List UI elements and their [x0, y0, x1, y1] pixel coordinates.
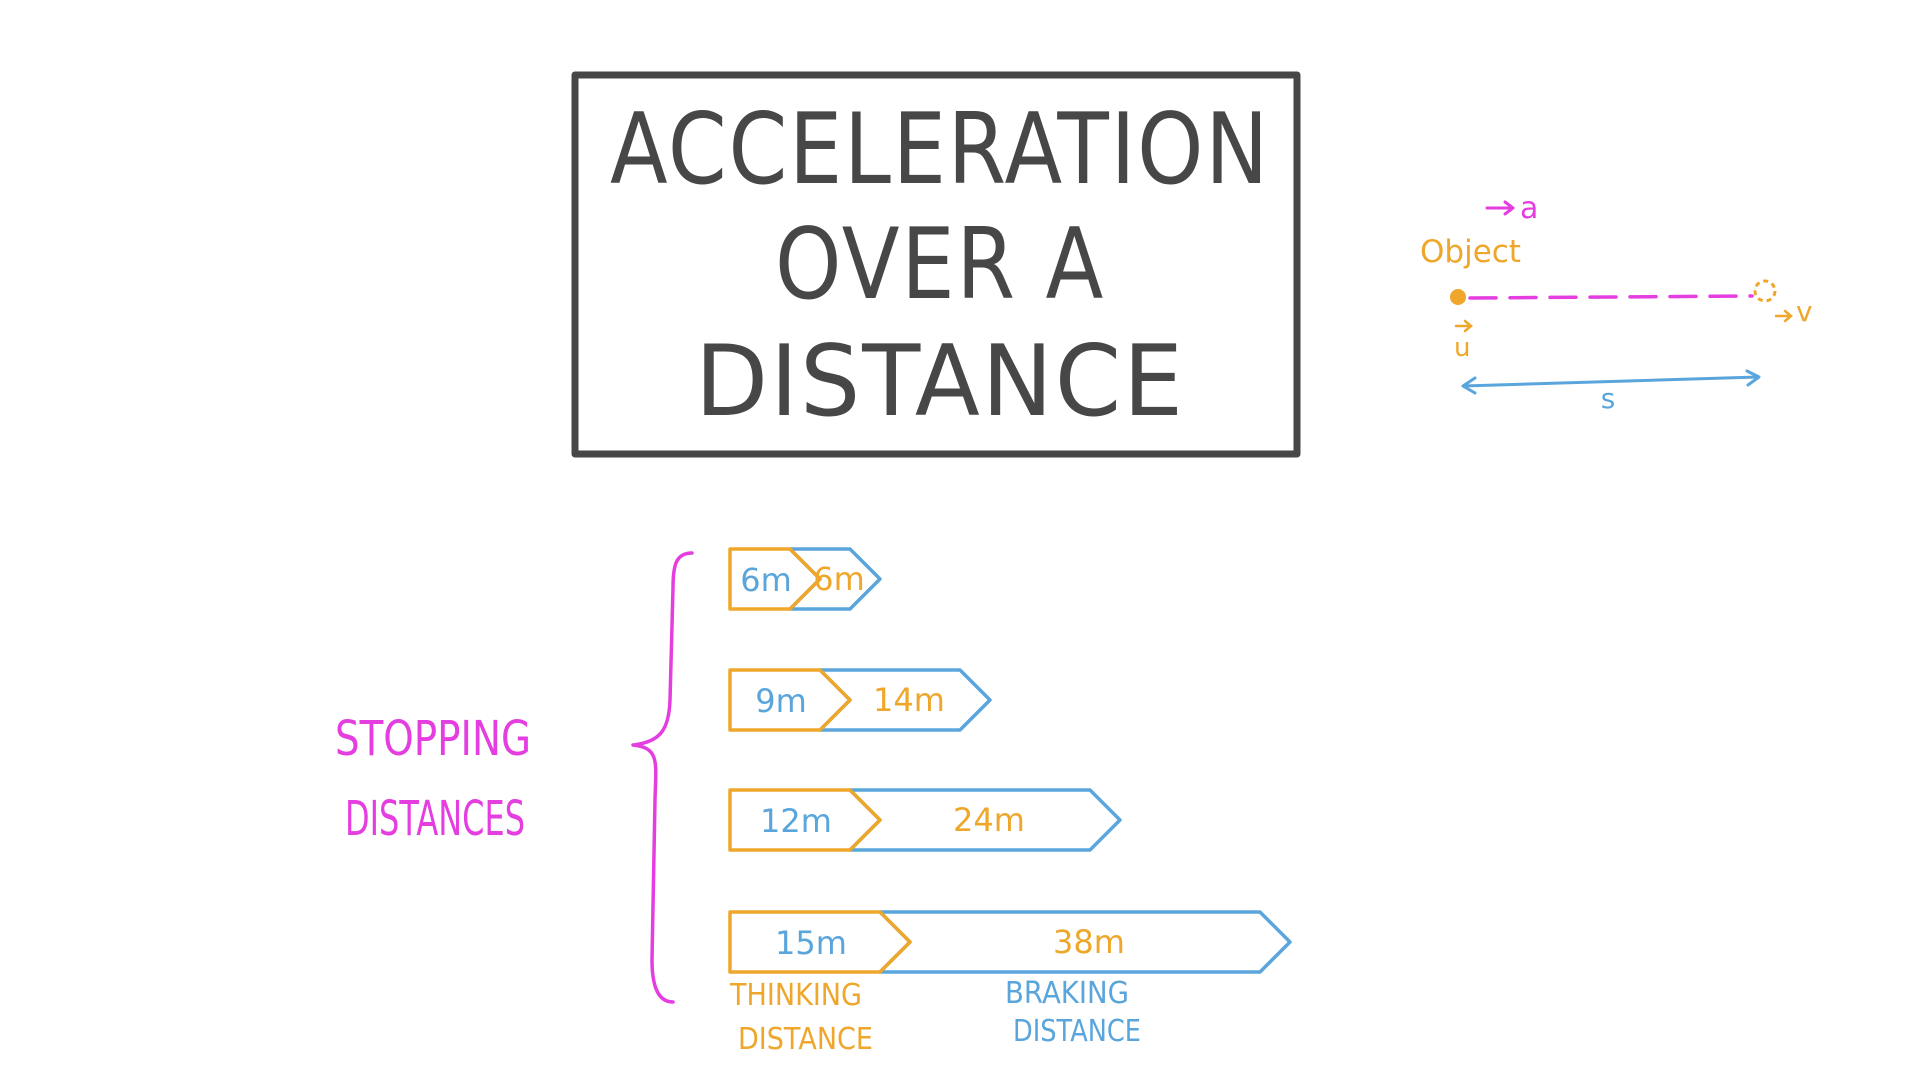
thinking-segment: [728, 910, 912, 974]
title-line-1: ACCELERATION: [610, 93, 1270, 207]
motion-diagram: a Object u v s: [1420, 191, 1813, 415]
braking-value-label: 6m: [813, 560, 865, 598]
initial-velocity-arrow: [1454, 319, 1473, 333]
stopping-row: 9m 14m: [728, 668, 992, 732]
stopping-row: 15m 38m: [728, 910, 1292, 974]
displacement-label: s: [1601, 382, 1616, 415]
braking-caption-line-1: BRAKING: [1005, 976, 1129, 1011]
braking-caption-line-2: DISTANCE: [1013, 1014, 1141, 1049]
final-position-ghost: [1753, 279, 1777, 303]
braking-value-label: 38m: [1053, 923, 1125, 961]
braking-value-label: 14m: [873, 681, 945, 719]
stopping-row: 6m 6m: [728, 547, 882, 611]
initial-velocity-label: u: [1454, 333, 1470, 363]
thinking-segment: [728, 547, 822, 611]
braking-value-label: 24m: [953, 801, 1025, 839]
thinking-value-label: 12m: [760, 802, 832, 840]
title-line-3: DISTANCE: [695, 325, 1185, 439]
stopping-distances: STOPPING DISTANCES 6m 6m 9m 14m 12m 24m 15m 38m…: [335, 547, 1292, 1057]
final-velocity-label: v: [1796, 295, 1813, 328]
motion-path: [1468, 294, 1754, 300]
object-label: Object: [1420, 234, 1521, 270]
displacement-arrow: [1461, 369, 1761, 395]
thinking-segment: [728, 668, 852, 732]
curly-brace: [631, 551, 694, 1004]
final-velocity-arrow: [1774, 309, 1793, 323]
stopping-label-line-2: DISTANCES: [345, 791, 525, 847]
title-frame: [571, 71, 1301, 458]
thinking-caption-line-2: DISTANCE: [738, 1022, 873, 1057]
thinking-value-label: 9m: [755, 682, 807, 720]
acceleration-arrow: [1485, 200, 1515, 216]
thinking-value-label: 6m: [740, 561, 792, 599]
title-box: ACCELERATION OVER A DISTANCE: [571, 71, 1301, 458]
thinking-value-label: 15m: [775, 924, 847, 962]
stopping-label-line-1: STOPPING: [335, 711, 531, 767]
stopping-row: 12m 24m: [728, 788, 1122, 852]
stopping-bars: 6m 6m 9m 14m 12m 24m 15m 38m: [728, 547, 1292, 974]
title-line-2: OVER A: [775, 208, 1105, 322]
thinking-caption-line-1: THINKING: [729, 978, 862, 1013]
object-dot: [1450, 289, 1466, 305]
thinking-segment: [728, 788, 882, 852]
acceleration-label: a: [1520, 191, 1538, 226]
